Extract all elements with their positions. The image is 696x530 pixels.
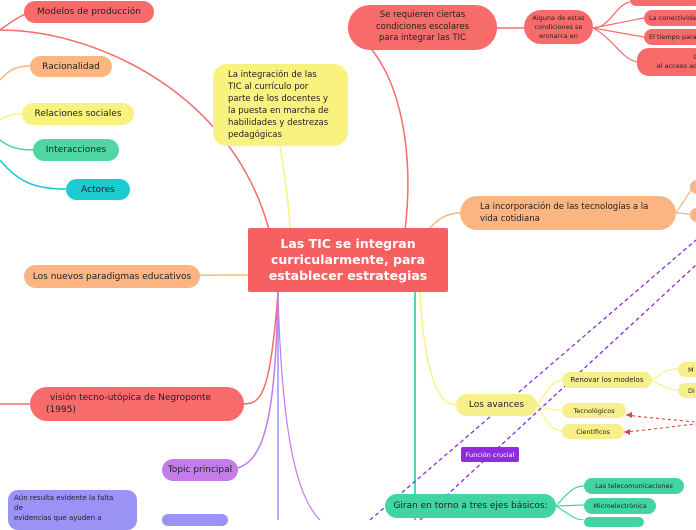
- node-label-line-1: Alguna de estas: [532, 13, 585, 22]
- node-condiciones-escolares[interactable]: Se requieren ciertas condiciones escolar…: [348, 5, 497, 50]
- node-label: El tiempo para: [649, 33, 696, 41]
- note-line-4: la puesta en marcha de: [228, 106, 329, 116]
- node-label: Topic principal: [167, 465, 233, 475]
- node-ejes-child-3[interactable]: [584, 517, 644, 527]
- node-label: Los avances: [468, 400, 525, 410]
- node-label: Las telecomunicaciones: [595, 482, 673, 490]
- node-modelos-produccion[interactable]: Modelos de producción: [24, 1, 154, 23]
- node-incorp-child-2[interactable]: [690, 208, 696, 222]
- node-label: Microelectrónica: [593, 502, 647, 510]
- node-label: Modelos de producción: [37, 7, 141, 17]
- node-label: Renovar los modelos: [570, 376, 644, 384]
- central-topic-line-1: Las TIC se integran: [280, 236, 416, 251]
- node-los-avances[interactable]: Los avances: [456, 394, 537, 416]
- node-label: Actores: [81, 184, 115, 195]
- node-cond-tiempo[interactable]: El tiempo para: [644, 29, 696, 45]
- node-label: Tecnológicos: [573, 406, 615, 415]
- node-label: Racionalidad: [42, 61, 100, 72]
- node-label-line-1: La incorporación de las tecnologías a la: [480, 202, 649, 212]
- node-cond-conectividad[interactable]: La conectivida: [644, 10, 696, 26]
- node-renovar-child-di[interactable]: Di: [678, 383, 696, 398]
- node-nuevos-paradigmas[interactable]: Los nuevos paradigmas educativos: [24, 265, 200, 288]
- node-label-line-2: vida cotidiana: [480, 214, 540, 224]
- node-label-line-2: el acceso ade: [656, 62, 696, 70]
- note-line-2: TIC al currículo por: [228, 82, 309, 92]
- note-line-1: La integración de las: [228, 70, 317, 80]
- node-incorp-child-1[interactable]: [690, 180, 696, 194]
- node-actores[interactable]: Actores: [66, 179, 130, 200]
- node-cond-acceso[interactable]: G el acceso ade: [637, 48, 696, 76]
- node-label-line-1: Aún resulta evidente la falta: [14, 494, 114, 502]
- node-falta-evidencias[interactable]: Aún resulta evidente la falta de evidenc…: [8, 490, 137, 530]
- node-label-line-2: de: [14, 504, 23, 512]
- node-telecomunicaciones[interactable]: Las telecomunicaciones: [584, 478, 684, 494]
- central-topic-line-2: curricularmente, para: [270, 252, 426, 267]
- relation-label: Función crucial: [465, 450, 515, 459]
- node-interacciones[interactable]: Interacciones: [33, 139, 119, 161]
- node-label-line-3: para integrar las TIC: [379, 33, 466, 44]
- note-line-3: parte de los docentes y: [228, 94, 328, 104]
- note-line-5: habilidades y destrezas: [228, 118, 329, 128]
- node-incorporacion-tecnologias[interactable]: La incorporación de las tecnologías a la…: [460, 196, 676, 230]
- central-topic-line-3: establecer estrategias: [268, 268, 428, 283]
- node-label-line-2: (1995): [46, 405, 76, 415]
- node-label: La conectivida: [649, 14, 696, 22]
- node-cond-top-partial[interactable]: [630, 0, 696, 6]
- label-funcion-crucial[interactable]: Función crucial: [461, 447, 519, 462]
- node-label-line-3: evidencias que ayuden a: [14, 514, 102, 522]
- node-topic-principal[interactable]: Topic principal: [162, 459, 238, 481]
- node-label: Los nuevos paradigmas educativos: [32, 271, 192, 282]
- node-partial-bottom[interactable]: [162, 514, 228, 526]
- node-cientificos[interactable]: Científicos: [562, 424, 624, 439]
- node-renovar-child-m[interactable]: M: [678, 362, 696, 377]
- central-topic[interactable]: Las TIC se integran curricularmente, par…: [248, 228, 448, 292]
- node-ejes-basicos[interactable]: Giran en torno a tres ejes básicos:: [385, 494, 556, 518]
- node-microelectronica[interactable]: Microelectrónica: [584, 498, 656, 514]
- node-label: Di: [688, 386, 695, 395]
- node-tecnologicos[interactable]: Tecnológicos: [562, 403, 626, 418]
- node-label-line-1: visión tecno-utópica de Negroponte: [50, 393, 212, 403]
- node-label-line-2: condiciones se: [534, 22, 583, 31]
- node-label-line-2: condiciones escolares: [375, 21, 470, 32]
- node-label: Interacciones: [45, 145, 107, 155]
- node-label-line-3: enmarca en: [539, 31, 578, 40]
- node-label: Relaciones sociales: [34, 109, 122, 119]
- node-label-line-1: G: [693, 53, 696, 61]
- node-enmarca[interactable]: Alguna de estas condiciones se enmarca e…: [524, 10, 593, 44]
- node-relaciones-sociales[interactable]: Relaciones sociales: [22, 103, 134, 125]
- node-label: Científicos: [576, 427, 610, 436]
- node-label: M: [688, 365, 694, 374]
- note-line-6: pedagógicas: [228, 130, 282, 140]
- node-renovar-modelos[interactable]: Renovar los modelos: [562, 372, 652, 388]
- node-negroponte[interactable]: visión tecno-utópica de Negroponte (1995…: [30, 387, 244, 421]
- node-label-line-1: Se requieren ciertas: [379, 10, 466, 21]
- note-integracion-tic[interactable]: La integración de las TIC al currículo p…: [213, 64, 348, 146]
- node-racionalidad[interactable]: Racionalidad: [30, 56, 112, 77]
- node-label: Giran en torno a tres ejes básicos:: [393, 501, 548, 511]
